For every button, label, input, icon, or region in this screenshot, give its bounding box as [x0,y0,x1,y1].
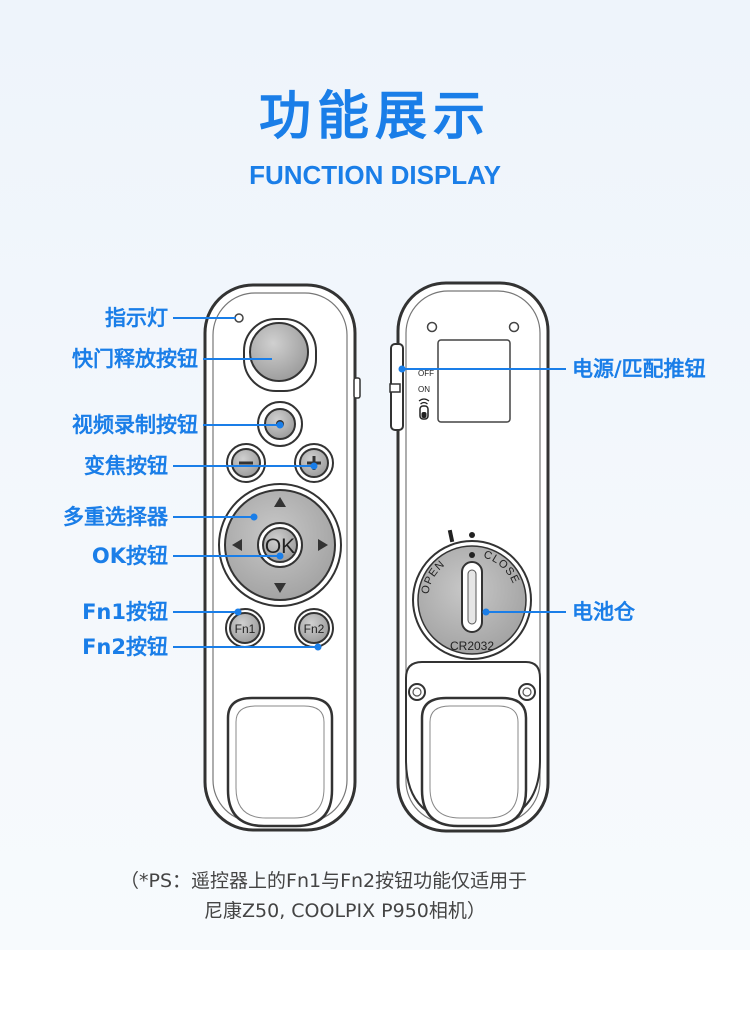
page-title: 功能展示 [258,87,491,147]
label-fn2: Fn2按钮 [82,635,168,659]
fn1-button-text: Fn1 [235,622,256,636]
label-power-switch: 电源/匹配推钮 [572,357,706,381]
footnote-line-2: 尼康Z50, COOLPIX P950相机） [204,900,486,922]
page-subtitle: FUNCTION DISPLAY [249,160,501,190]
fn2-button-text: Fn2 [304,622,325,636]
shutter-button[interactable] [249,322,309,382]
fn1-button[interactable] [229,612,261,644]
switch-off-label: OFF [418,369,434,378]
left-arrow-icon [232,539,242,551]
leader-lines [173,317,566,651]
ok-button[interactable] [262,527,298,563]
down-arrow-icon [274,583,286,593]
wireless-pair-icon [418,398,430,420]
fn2-button[interactable] [298,612,330,644]
footnote-line-1: （*PS：遥控器上的Fn1与Fn2按钮功能仅适用于 [120,870,528,892]
label-zoom: 变焦按钮 [84,454,168,478]
switch-on-label: ON [418,385,430,394]
product-panel [0,0,750,950]
back-lanyard-hole [420,696,528,828]
label-ok: OK按钮 [91,544,168,568]
label-indicator: 指示灯 [105,306,168,330]
battery-model-text: CR2032 [450,639,494,653]
label-video: 视频录制按钮 [72,413,198,437]
lanyard-hole [226,696,334,828]
ok-button-text: OK [265,535,295,558]
label-battery: 电池仓 [572,600,635,624]
label-multi-selector: 多重选择器 [63,505,168,529]
right-arrow-icon [318,539,328,551]
remote-illustration: OK Fn1 Fn2 OFF ON [173,281,566,833]
up-arrow-icon [274,497,286,507]
indicator-light [234,313,244,323]
label-shutter: 快门释放按钮 [72,347,198,371]
label-fn1: Fn1按钮 [82,600,168,624]
remote-back: OFF ON OPEN CLOSE CR2032 [389,281,550,833]
